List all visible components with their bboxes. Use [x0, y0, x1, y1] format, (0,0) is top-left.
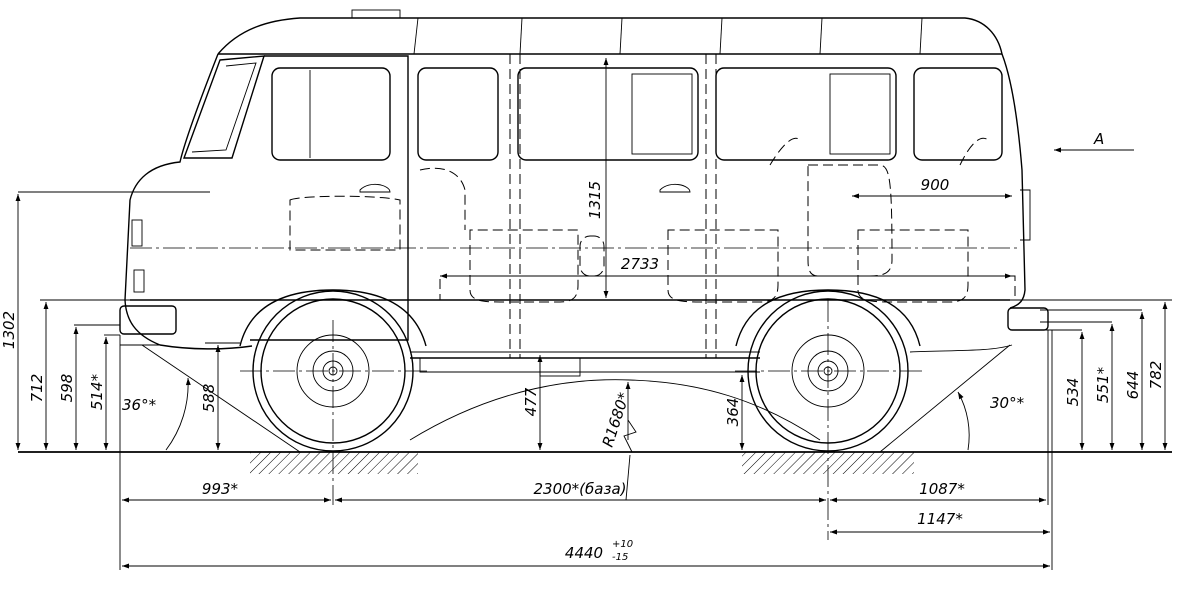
dim-1315: 1315 [586, 181, 604, 219]
dim-900: 900 [921, 176, 950, 194]
right-dimensions: 534 551* 644 782 [1064, 302, 1168, 450]
front-wheel-hatch [250, 452, 418, 474]
dim-993: 993* [202, 480, 239, 498]
ground [18, 451, 1172, 474]
dim-1302: 1302 [0, 311, 18, 349]
dim-588: 588 [200, 384, 218, 413]
dim-364: 364 [724, 398, 742, 427]
reference-lines [18, 191, 1172, 570]
dim-644: 644 [1124, 371, 1142, 400]
dim-1087: 1087* [919, 480, 965, 498]
dim-4440-tol-lower: -15 [612, 552, 628, 563]
dim-534: 534 [1064, 378, 1082, 407]
roof-ribs [351, 9, 923, 55]
view-label: A [1093, 130, 1104, 148]
view-arrow: A [1054, 130, 1134, 153]
dim-477: 477 [522, 387, 540, 416]
dim-551: 551* [1094, 366, 1112, 403]
bottom-dimensions: 993* 2300*(база) 1087* 1147* 4440 +10 -1… [122, 480, 1050, 569]
dim-598: 598 [58, 374, 76, 403]
dim-514: 514* [88, 373, 106, 410]
left-dimensions: 1302 712 598 514* 588 [0, 194, 221, 450]
dim-2733: 2733 [621, 255, 659, 273]
dim-712: 712 [28, 374, 46, 403]
centre-dimensions: 477 364 1315 2733 900 [440, 58, 1012, 450]
dim-4440-tol-upper: +10 [612, 539, 633, 550]
dim-2300: 2300*(база) [534, 480, 627, 498]
approach-angle: 36°* [122, 396, 157, 414]
rear-wheel-hatch [742, 452, 914, 474]
dim-4440: 4440 [565, 544, 603, 562]
dim-782: 782 [1147, 361, 1165, 390]
dim-1147: 1147* [917, 510, 963, 528]
departure-angle: 30°* [990, 394, 1025, 412]
